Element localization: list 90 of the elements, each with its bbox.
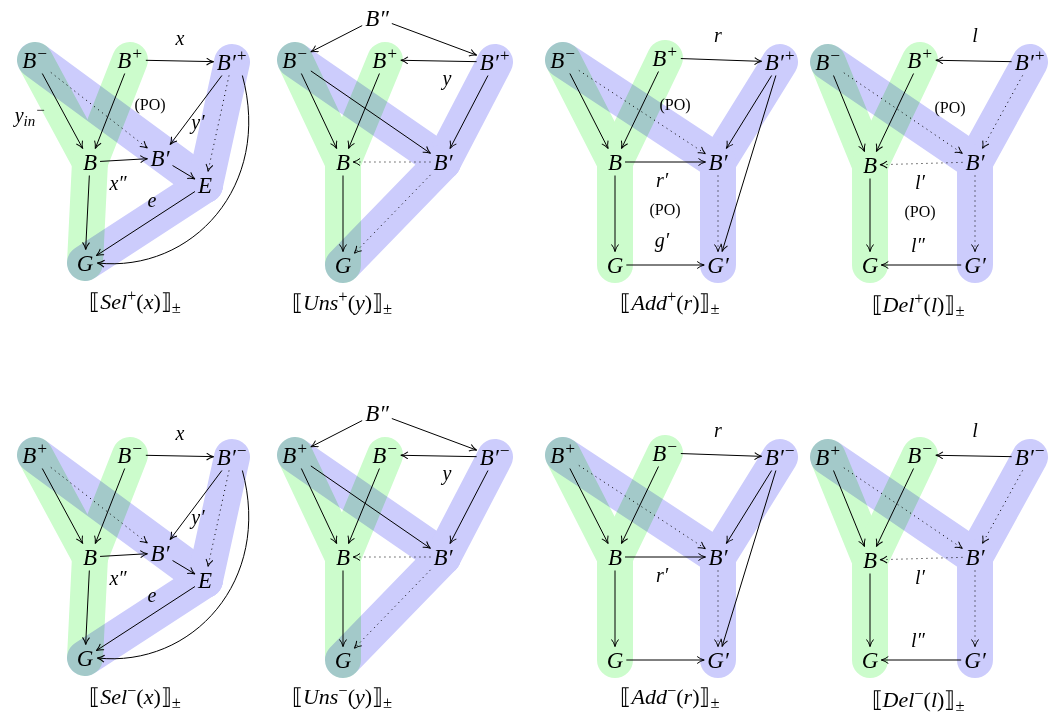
panel-caption: ⟦Del$^{−}$(l)⟧$_{±}$ <box>871 689 965 711</box>
edge-label: x″ <box>109 173 127 193</box>
math-term: E <box>196 568 214 592</box>
math-term: B <box>334 545 352 569</box>
math-term: B$^{−}$ <box>371 443 399 467</box>
edge-label: g′ <box>654 230 670 250</box>
math-term: B$^{−}$ <box>21 48 49 72</box>
math-term: E <box>196 173 214 197</box>
math-term: B$^{+}$ <box>371 48 399 72</box>
panel-caption: ⟦Sel$^{+}$(x)⟧$_{±}$ <box>89 291 181 313</box>
math-term: B′ <box>964 150 986 174</box>
pushout-note: (PO) <box>134 97 166 113</box>
math-term: G <box>75 646 95 670</box>
pushout-note: (PO) <box>904 204 936 220</box>
edge-label: y <box>442 463 452 483</box>
math-term: B$^{+}$ <box>281 443 309 467</box>
math-term: B$^{−}$ <box>651 441 679 465</box>
edge-label: y′ <box>191 112 205 132</box>
math-term: B′ <box>149 146 171 170</box>
math-term: B′$^{+}$ <box>215 50 249 74</box>
math-term: B <box>861 153 879 177</box>
math-term: B <box>81 150 99 174</box>
math-term: B$^{−}$ <box>814 50 842 74</box>
math-term: G <box>860 648 880 672</box>
math-term: B$^{+}$ <box>21 443 49 467</box>
math-term: B <box>334 150 352 174</box>
panel-caption: ⟦Del$^{+}$(l)⟧$_{±}$ <box>871 294 965 316</box>
edge-label: e <box>147 190 157 210</box>
math-term: B$^{+}$ <box>549 443 577 467</box>
edge-label: e <box>147 585 157 605</box>
edge-label: y <box>442 68 452 88</box>
pushout-note: (PO) <box>659 97 691 113</box>
math-term: B′ <box>432 150 454 174</box>
math-term: B′$^{+}$ <box>1013 50 1047 74</box>
panel-caption: ⟦Add$^{+}$(r)⟧$_{±}$ <box>620 292 720 314</box>
math-term: B′ <box>149 541 171 565</box>
math-term: B′ <box>964 545 986 569</box>
math-term: B′ <box>707 545 729 569</box>
math-term: B <box>606 545 624 569</box>
math-term: B$^{+}$ <box>814 445 842 469</box>
edge-label: r′ <box>655 170 669 190</box>
math-term: G <box>333 253 353 277</box>
edge-label: l <box>972 420 978 440</box>
math-term: B$^{−}$ <box>549 48 577 72</box>
math-term: B′ <box>432 545 454 569</box>
edge-label: l″ <box>911 630 925 650</box>
edge-label: l′ <box>915 172 925 192</box>
math-term: B$^{+}$ <box>906 48 934 72</box>
edge-label: x <box>175 423 185 443</box>
math-term: B′$^{+}$ <box>478 50 512 74</box>
math-term: B″ <box>364 401 390 425</box>
math-term: B′$^{−}$ <box>1013 445 1047 469</box>
math-term: B′$^{−}$ <box>215 445 249 469</box>
math-term: B$^{+}$ <box>651 46 679 70</box>
edge-label: l <box>972 25 978 45</box>
math-term: B$^{+}$ <box>116 48 144 72</box>
panel-caption: ⟦Sel$^{−}$(x)⟧$_{±}$ <box>89 686 181 708</box>
math-term: B$^{−}$ <box>116 443 144 467</box>
math-term: G <box>333 648 353 672</box>
edge-label: l′ <box>915 567 925 587</box>
panel-caption: ⟦Add$^{−}$(r)⟧$_{±}$ <box>620 686 720 708</box>
math-term: G′ <box>706 648 730 672</box>
math-term: G <box>860 253 880 277</box>
edge-label: x <box>175 28 185 48</box>
panel-caption: ⟦Uns$^{−}$(y)⟧$_{±}$ <box>291 686 393 708</box>
math-term: B′$^{−}$ <box>478 445 512 469</box>
math-term: G <box>605 253 625 277</box>
math-term: B′ <box>707 150 729 174</box>
math-term: B <box>606 150 624 174</box>
edge-label: x″ <box>109 568 127 588</box>
edge-label: r <box>714 25 722 45</box>
math-term: B <box>81 545 99 569</box>
math-term: G <box>605 648 625 672</box>
math-term: B″ <box>364 6 390 30</box>
math-term: G′ <box>963 253 987 277</box>
pushout-note: (PO) <box>934 100 966 116</box>
edge-label: l″ <box>911 235 925 255</box>
edge-label: y′ <box>191 507 205 527</box>
math-term: B$^{−}$ <box>906 443 934 467</box>
math-term: B′$^{−}$ <box>763 445 797 469</box>
math-term: B′$^{+}$ <box>763 50 797 74</box>
math-term: G <box>75 251 95 275</box>
edge-label: r <box>714 420 722 440</box>
pushout-note: (PO) <box>649 202 681 218</box>
math-term: B$^{−}$ <box>281 48 309 72</box>
math-term: B <box>861 548 879 572</box>
edge-label: r′ <box>655 565 669 585</box>
math-term: G′ <box>706 253 730 277</box>
panel-caption: ⟦Uns$^{+}$(y)⟧$_{±}$ <box>291 292 393 314</box>
math-term: G′ <box>963 648 987 672</box>
